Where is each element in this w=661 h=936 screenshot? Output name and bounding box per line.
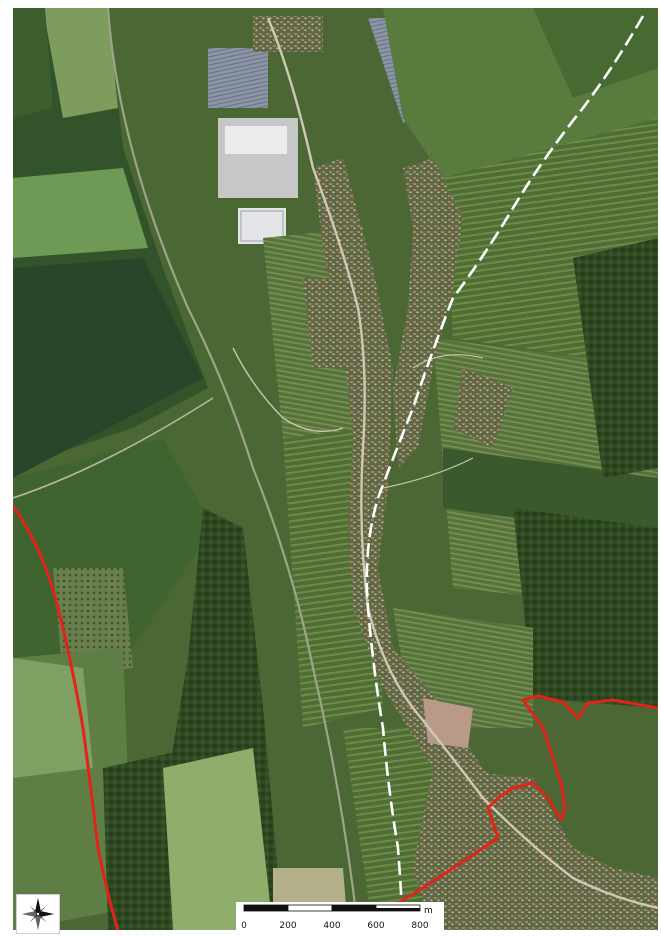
- scale-bar: m 0 200 400 600 800: [236, 902, 444, 934]
- scale-tick-600: 600: [367, 921, 384, 931]
- north-arrow-compass-rose-icon: [21, 897, 55, 931]
- compass-rose: [16, 894, 60, 934]
- aerial-map[interactable]: [13, 8, 658, 930]
- scale-unit-label: m: [424, 906, 433, 916]
- scale-tick-800: 800: [411, 921, 428, 931]
- scale-tick-200: 200: [279, 921, 296, 931]
- scale-tick-0: 0: [241, 921, 247, 931]
- scale-bar-segments: [243, 904, 421, 912]
- scale-tick-400: 400: [323, 921, 340, 931]
- aerial-imagery: [13, 8, 658, 930]
